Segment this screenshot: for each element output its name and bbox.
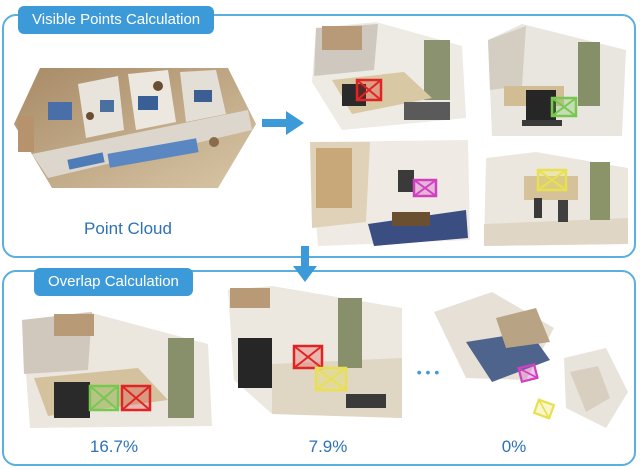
visible-points-title: Visible Points Calculation [18, 6, 215, 34]
yellow-box-icon [532, 398, 556, 420]
ellipsis-dots: • • • [416, 364, 440, 380]
overlap-view-3-image [434, 292, 628, 428]
magenta-box-icon [412, 178, 438, 198]
yellow-box-icon [314, 366, 348, 392]
view-3-image [310, 140, 470, 246]
overlap-view-2-image [228, 286, 402, 418]
view-1-image [312, 22, 466, 130]
arrow-right-icon [262, 111, 304, 135]
green-box-icon [88, 384, 120, 412]
yellow-box-icon [536, 168, 568, 192]
view-2-image [488, 24, 626, 136]
point-cloud-label: Point Cloud [84, 219, 172, 238]
arrow-down-icon [293, 246, 317, 282]
visible-points-panel [2, 14, 636, 258]
magenta-box-icon [517, 362, 539, 384]
view-4-image [484, 152, 628, 246]
overlap-panel [2, 270, 636, 466]
overlap-title: Overlap Calculation [34, 268, 193, 296]
overlap-value-2: 7.9% [308, 437, 348, 456]
red-box-icon [355, 78, 383, 102]
overlap-view-1-image [22, 312, 212, 428]
red-box-icon [120, 384, 152, 412]
green-box-icon [550, 96, 578, 118]
overlap-value-3: 0% [501, 437, 527, 456]
red-box-icon [292, 344, 324, 370]
point-cloud-image [14, 68, 256, 188]
overlap-value-1: 16.7% [89, 437, 139, 456]
